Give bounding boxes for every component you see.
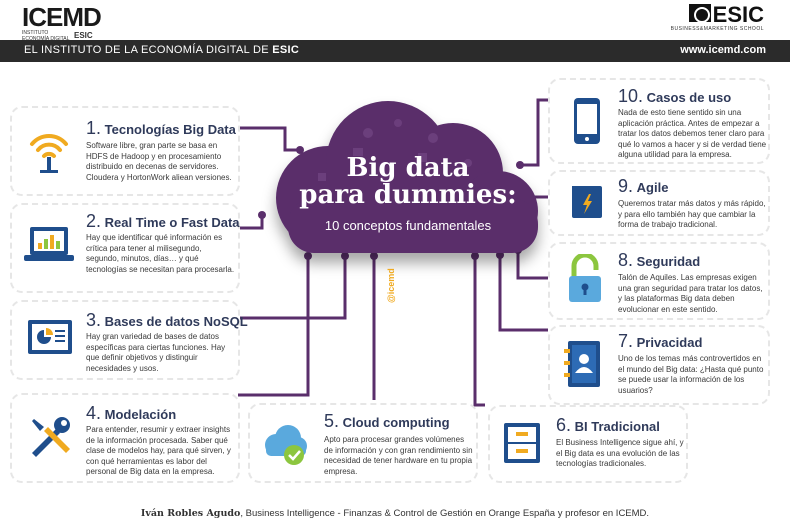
footer-credit: Iván Robles Agudo, Business Intelligence…: [140, 508, 650, 519]
concept-title-1: 1. Tecnologías Big Data: [86, 118, 236, 138]
connector-1: [240, 126, 300, 152]
concept-text-2: Hay que identificar qué información es c…: [86, 233, 235, 274]
concept-title-8: 8. Seguridad: [618, 250, 701, 270]
padlock-icon: [569, 254, 601, 302]
esic-logo: ESIC BUSINESS&MARKETING SCHOOL: [670, 2, 764, 33]
concept-text-1: Software libre, gran parte se basa en HD…: [86, 141, 232, 182]
icemd-logo: ICEMD INSTITUTO ECONOMÍA DIGITAL ESIC: [22, 2, 102, 42]
cloud-subtitle: 10 conceptos fundamentales: [324, 218, 492, 233]
connector-2: [240, 215, 264, 230]
twitter-handle[interactable]: @icemd: [386, 268, 396, 303]
connector-4: [238, 255, 310, 397]
concept-card-5: 5. Cloud computing Apto para procesar gr…: [248, 403, 478, 483]
concept-text-7: Uno de los temas más controvertidos en e…: [618, 354, 764, 395]
esic-logo-text: ESIC: [712, 2, 764, 27]
cloud-check-icon: [265, 425, 307, 465]
icemd-logo-text: ICEMD: [22, 2, 102, 32]
concept-title-7: 7. Privacidad: [618, 331, 703, 351]
filing-cabinet-icon: [504, 423, 540, 463]
concept-title-10: 10. Casos de uso: [618, 86, 732, 106]
concept-text-5: Apto para procesar grandes volúmenes de …: [324, 435, 473, 476]
esic-logo-subtitle: BUSINESS&MARKETING SCHOOL: [670, 26, 764, 32]
concept-text-4: Para entender, resumir y extraer insight…: [86, 425, 231, 476]
laptop-chart-icon: [24, 227, 74, 261]
website-url[interactable]: www.icemd.com: [680, 44, 766, 56]
tools-icon: [32, 417, 70, 457]
presentation-icon: [28, 320, 72, 354]
concept-title-4: 4. Modelación: [86, 403, 177, 423]
icemd-logo-subtitle: INSTITUTO ECONOMÍA DIGITAL: [22, 30, 70, 42]
tagline: EL INSTITUTO DE LA ECONOMÍA DIGITAL DE E…: [24, 44, 300, 56]
concept-card-1: 1. Tecnologías Big Data Software libre, …: [10, 106, 240, 196]
connector-8: [516, 250, 548, 280]
concept-card-7: 7. Privacidad Uno de los temas más contr…: [548, 325, 770, 405]
concept-title-9: 9. Agile: [618, 176, 669, 196]
icemd-logo-esic: ESIC: [74, 31, 93, 40]
smartphone-icon: [574, 98, 600, 144]
connector-6: [473, 256, 485, 407]
concept-card-8: 8. Seguridad Talón de Aquiles. Las empre…: [548, 242, 770, 320]
esic-mark-icon: [688, 4, 711, 23]
big-data-cloud: [276, 101, 538, 253]
contact-book-icon: [564, 341, 600, 387]
top-bar: EL INSTITUTO DE LA ECONOMÍA DIGITAL DE E…: [0, 40, 790, 62]
folder-lightning-icon: [572, 186, 602, 218]
concept-card-2: 2. Real Time o Fast Data Hay que identif…: [10, 203, 240, 293]
connector-3: [240, 255, 347, 320]
connector-10: [520, 98, 548, 167]
concept-title-3: 3. Bases de datos NoSQL: [86, 310, 248, 330]
connector-7: [498, 255, 548, 332]
cloud-title: Big data para dummies:: [299, 153, 517, 210]
concept-card-3: 3. Bases de datos NoSQL Hay gran varieda…: [10, 300, 248, 380]
concept-text-9: Queremos tratar más datos y más rápido, …: [618, 199, 766, 229]
concept-text-8: Talón de Aquiles. Las empresas exigen un…: [618, 273, 763, 314]
concept-card-4: 4. Modelación Para entender, resumir y e…: [10, 393, 240, 483]
concept-text-6: El Business Intelligence sigue ahí, y el…: [556, 438, 684, 468]
concept-title-5: 5. Cloud computing: [324, 411, 450, 431]
concept-card-6: 6. BI Tradicional El Business Intelligen…: [488, 405, 688, 483]
concept-title-6: 6. BI Tradicional: [556, 415, 660, 435]
concept-card-9: 9. Agile Queremos tratar más datos y más…: [548, 170, 770, 236]
concept-text-10: Nada de esto tiene sentido sin una aplic…: [618, 108, 767, 159]
concept-card-10: 10. Casos de uso Nada de esto tiene sent…: [548, 78, 770, 164]
wifi-icon: [30, 133, 68, 173]
concept-text-3: Hay gran variedad de bases de datos espe…: [86, 332, 226, 373]
concept-title-2: 2. Real Time o Fast Data: [86, 211, 240, 231]
